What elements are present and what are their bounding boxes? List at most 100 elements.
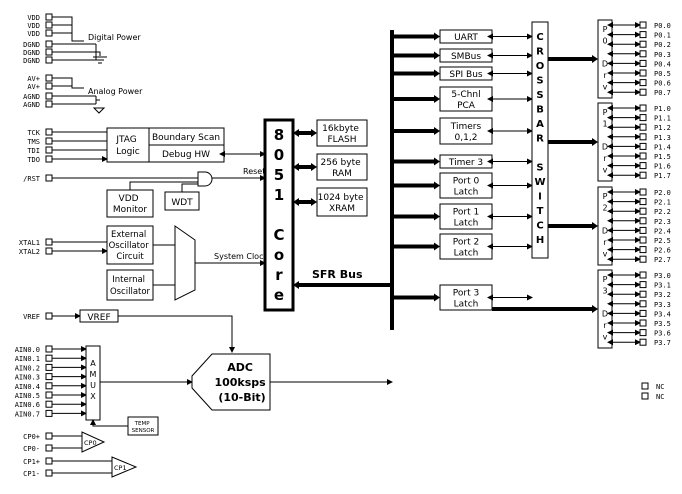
core-char: 5 (274, 166, 284, 184)
core-char: 0 (274, 146, 284, 164)
pin-p1-6 (639, 162, 647, 170)
external-oscillator-label: External Oscillator Circuit (109, 230, 152, 262)
port-drivers: P0DrvP0.0P0.1P0.2P0.3P0.4P0.5P0.6P0.7P1D… (492, 19, 671, 349)
cp-cp1--pin (45, 457, 53, 465)
svg-text:Timer 3: Timer 3 (448, 158, 483, 168)
analog-agnd-pin (45, 92, 53, 100)
pin-p2-5 (639, 236, 647, 244)
analog-ground-symbol (92, 107, 106, 114)
svg-text:P: P (603, 192, 608, 201)
amux-char: A (90, 359, 96, 368)
ain-ain0-3-pin (45, 373, 53, 381)
amux-char: M (90, 370, 97, 379)
pin-p1-1 (639, 114, 647, 122)
reset-label: Reset (243, 167, 265, 176)
pin-label: P1.1 (654, 115, 671, 123)
pin-p2-4 (639, 226, 647, 234)
svg-text:SMBus: SMBus (451, 52, 481, 62)
svg-text:Latch: Latch (454, 249, 479, 259)
analog-av--pin (45, 74, 53, 82)
pin-p2-6 (639, 246, 647, 254)
crossbar-char: S (536, 76, 543, 87)
pin-p0-7 (639, 88, 647, 96)
svg-text:Latch: Latch (454, 219, 479, 229)
svg-text:Timers: Timers (450, 122, 482, 132)
temp-sensor-label: TEMP SENSOR (132, 421, 155, 434)
pin-label: P1.2 (654, 124, 671, 132)
svg-text:v: v (603, 333, 608, 342)
pin-label: P0.1 (654, 32, 671, 40)
vref-to-adc-line (118, 315, 235, 353)
vdd-monitor-label: VDD Monitor (113, 194, 148, 215)
cp1-input-lines (52, 460, 112, 474)
svg-text:2: 2 (602, 204, 607, 213)
pin-label: P2.5 (654, 237, 671, 245)
pin-label: P1.4 (654, 143, 671, 151)
ain-ain0-6-label: AIN0.6 (15, 401, 40, 409)
jtag-tms-label: TMS (27, 138, 40, 146)
power-dgnd-label: DGND (23, 41, 40, 49)
ram-box (316, 153, 368, 181)
crossbar-char: T (537, 206, 544, 217)
analog-power-label: Analog Power (88, 87, 143, 96)
pin-p1-4 (639, 142, 647, 150)
xtal-xtal2-label: XTAL2 (19, 248, 40, 256)
power-dgnd-pin (45, 40, 53, 48)
jtag-tms-pin (45, 137, 53, 145)
svg-text:D: D (602, 227, 608, 236)
cp0-label: CP0 (84, 439, 97, 447)
memory-bus-arrows (293, 129, 317, 206)
pin-p2-1 (639, 198, 647, 206)
svg-text:0,1,2: 0,1,2 (455, 133, 478, 143)
pin-p3-2 (639, 290, 647, 298)
svg-text:UART: UART (454, 33, 478, 43)
xram-label: 1024 byte XRAM (318, 193, 367, 214)
pin-label: P3.7 (654, 339, 671, 347)
pin-label: P0.6 (654, 80, 671, 88)
peripheral-spi-bus: SPI Bus (392, 66, 533, 81)
ram-label: 256 byte RAM (320, 158, 363, 179)
comparator-pins: CP0+CP0-CP1+CP1- (23, 432, 53, 478)
vdd-monitor-box (106, 189, 154, 218)
power-dgnd-label: DGND (23, 49, 40, 57)
svg-text:D: D (602, 310, 608, 319)
cp-cp1--label: CP1+ (23, 458, 40, 466)
pin-label: P1.0 (654, 105, 671, 113)
svg-text:Port 1: Port 1 (453, 208, 479, 218)
svg-text:r: r (603, 154, 607, 163)
cp-cp1--pin (45, 469, 53, 477)
pin-p0-1 (639, 31, 647, 39)
analog-agnd-label: AGND (23, 93, 40, 101)
system-clock-label: System Clock (214, 252, 268, 261)
crossbar-char: H (536, 235, 544, 246)
core-char: e (274, 286, 284, 304)
analog-av--label: AV+ (27, 83, 40, 91)
wdt-link (181, 183, 198, 192)
adc-label: ADC 100ksps (10-Bit) (214, 361, 269, 404)
crossbar-char: C (536, 221, 543, 232)
pin-label: P3.4 (654, 310, 671, 318)
crossbar-char: S (536, 90, 543, 101)
av-rail (52, 77, 84, 89)
pin-label: P2.6 (654, 247, 671, 255)
pin-label: P3.0 (654, 272, 671, 280)
cp0-input-lines (52, 435, 82, 449)
cp-cp0--pin (45, 432, 53, 440)
vdd-monitor-link (129, 181, 198, 190)
svg-text:Latch: Latch (454, 300, 479, 310)
ain-ain0-4-label: AIN0.4 (15, 383, 40, 391)
pin-p3-3 (639, 300, 647, 308)
agnd-rail (52, 95, 100, 105)
nc-pin (641, 392, 649, 400)
svg-text:Port 2: Port 2 (453, 238, 479, 248)
pin-p1-2 (639, 123, 647, 131)
